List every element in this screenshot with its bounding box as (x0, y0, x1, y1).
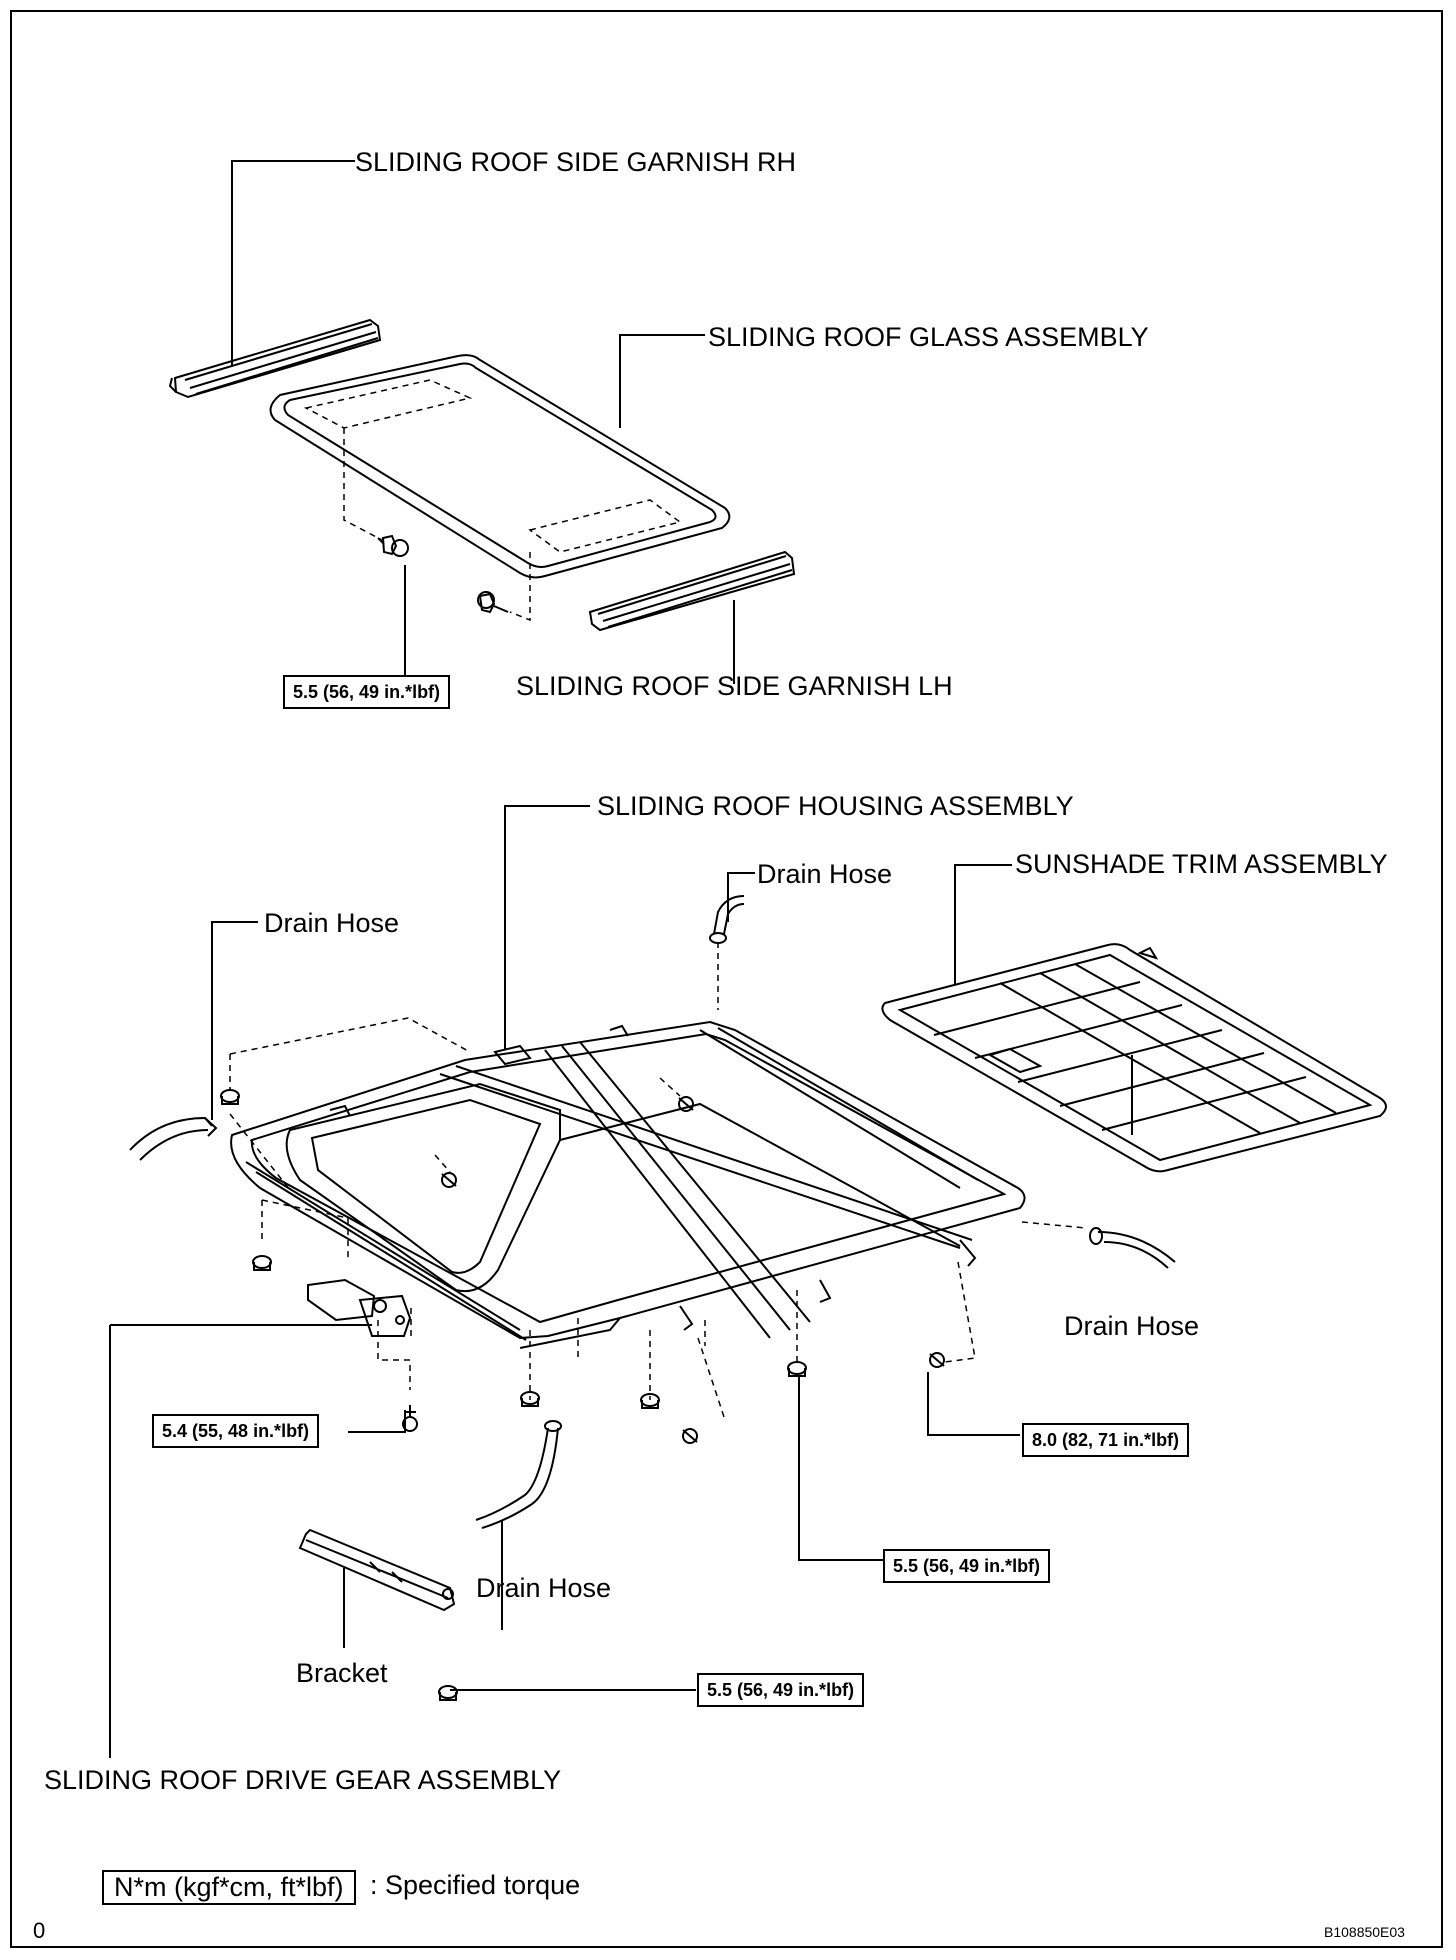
torque-bracket-nut: 5.5 (56, 49 in.*lbf) (697, 1673, 865, 1707)
label-drive-gear: SLIDING ROOF DRIVE GEAR ASSEMBLY (44, 1765, 562, 1795)
legend-unit-box: N*m (kgf*cm, ft*lbf) (102, 1870, 356, 1905)
drain-hose-top-part (709, 895, 745, 944)
garnish-rh-part (168, 318, 382, 399)
drain-hose-bottom-part (475, 1420, 562, 1529)
torque-housing-nut: 5.5 (56, 49 in.*lbf) (883, 1549, 1051, 1583)
label-sunshade-trim: SUNSHADE TRIM ASSEMBLY (1015, 849, 1388, 879)
housing-assembly-part (230, 1020, 1026, 1349)
figure-code: B108850E03 (1324, 1924, 1405, 1940)
leader-lines-top (231, 160, 735, 684)
label-housing-assembly: SLIDING ROOF HOUSING ASSEMBLY (597, 791, 1074, 821)
label-drain-hose-bottom: Drain Hose (476, 1573, 612, 1603)
label-drain-hose-right: Drain Hose (1064, 1311, 1200, 1341)
torque-housing-right-bolt: 8.0 (82, 71 in.*lbf) (1022, 1423, 1190, 1457)
drain-hose-right-part (1089, 1227, 1176, 1269)
drive-gear-part (307, 1278, 412, 1337)
label-glass-assembly: SLIDING ROOF GLASS ASSEMBLY (708, 322, 1149, 352)
glass-bolt-right-icon (477, 591, 509, 614)
glass-assembly-part (269, 354, 731, 622)
housing-nut-icons (220, 1089, 807, 1701)
diagram-frame (10, 10, 1443, 1948)
label-garnish-lh: SLIDING ROOF SIDE GARNISH LH (516, 671, 953, 701)
legend-description: : Specified torque (370, 1870, 581, 1900)
glass-bolt-left-icon (377, 534, 409, 557)
torque-glass-bolt: 5.5 (56, 49 in.*lbf) (283, 675, 451, 709)
housing-fasteners (229, 942, 1087, 1421)
torque-drive-gear-bolt: 5.4 (55, 48 in.*lbf) (152, 1414, 320, 1448)
label-bracket: Bracket (296, 1658, 388, 1688)
sunshade-trim-part (881, 943, 1387, 1173)
bracket-part (298, 1528, 456, 1612)
leader-lines-bottom (109, 805, 1133, 1758)
footer-left-mark: 0 (33, 1918, 46, 1943)
garnish-lh-part (588, 550, 796, 632)
label-garnish-rh: SLIDING ROOF SIDE GARNISH RH (355, 147, 797, 177)
drain-hose-left-part (129, 1116, 218, 1161)
label-drain-hose-top: Drain Hose (757, 859, 893, 889)
housing-bolt-icons (402, 1096, 945, 1444)
label-drain-hose-left: Drain Hose (264, 908, 400, 938)
